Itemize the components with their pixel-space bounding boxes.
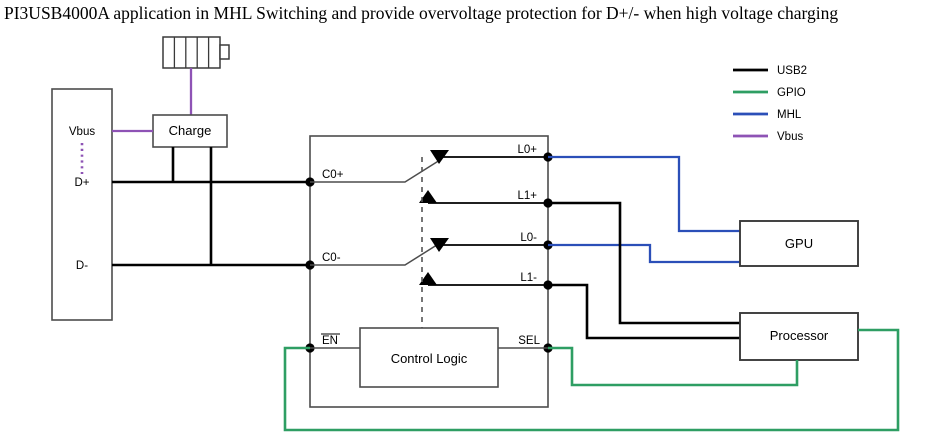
control-logic-block <box>359 327 499 388</box>
ic-pin-l0minus-label: L0- <box>520 232 537 244</box>
switch-arm-c0minus <box>310 242 441 266</box>
legend-label-mhl: MHL <box>777 109 802 121</box>
ic-pin-l0plus-label: L0+ <box>517 144 537 156</box>
legend-label-usb2: USB2 <box>777 65 807 77</box>
connector-pin-vbus-label: Vbus <box>69 126 95 138</box>
ic-pin-sel-label: SEL <box>518 335 540 347</box>
ic-pin-c0plus-label: C0+ <box>322 169 344 181</box>
legend: USB2 GPIO MHL Vbus <box>733 65 807 143</box>
legend-label-gpio: GPIO <box>777 87 806 99</box>
wire-usb2-l1minus-to-processor <box>548 283 740 340</box>
usb-connector-block <box>51 88 113 321</box>
charge-block-label: Charge <box>169 123 212 138</box>
wire-gpio-en-to-processor <box>283 328 900 432</box>
processor-label: Processor <box>770 328 829 343</box>
connector-pin-dplus-label: D+ <box>74 177 89 189</box>
control-logic-label: Control Logic <box>391 351 468 366</box>
switch-contact-l0minus <box>430 238 449 252</box>
wire-usb2-l1plus-to-processor <box>548 201 740 325</box>
processor-block <box>739 312 859 361</box>
ic-pin-c0minus-label: C0- <box>322 252 341 264</box>
wire-mhl-l0plus-to-gpu <box>548 155 740 233</box>
switch-contact-l0plus <box>430 150 449 164</box>
switch-contact-l1plus <box>419 190 437 203</box>
gpu-block <box>739 220 859 267</box>
switch-arm-c0plus <box>310 159 441 183</box>
legend-label-vbus: Vbus <box>777 131 803 143</box>
ic-pin-l1plus-label: L1+ <box>517 190 537 202</box>
wire-mhl-l0minus-to-gpu <box>548 243 740 264</box>
wire-gpio-sel-to-processor <box>548 346 799 387</box>
switch-contact-l1minus <box>419 272 437 285</box>
page-title: PI3USB4000A application in MHL Switching… <box>4 3 839 23</box>
ic-pin-en-label: EN <box>322 335 338 347</box>
battery-icon <box>162 36 230 69</box>
connector-pin-dminus-label: D- <box>76 260 88 272</box>
gpu-label: GPU <box>785 236 813 251</box>
ic-pin-l1minus-label: L1- <box>520 272 537 284</box>
